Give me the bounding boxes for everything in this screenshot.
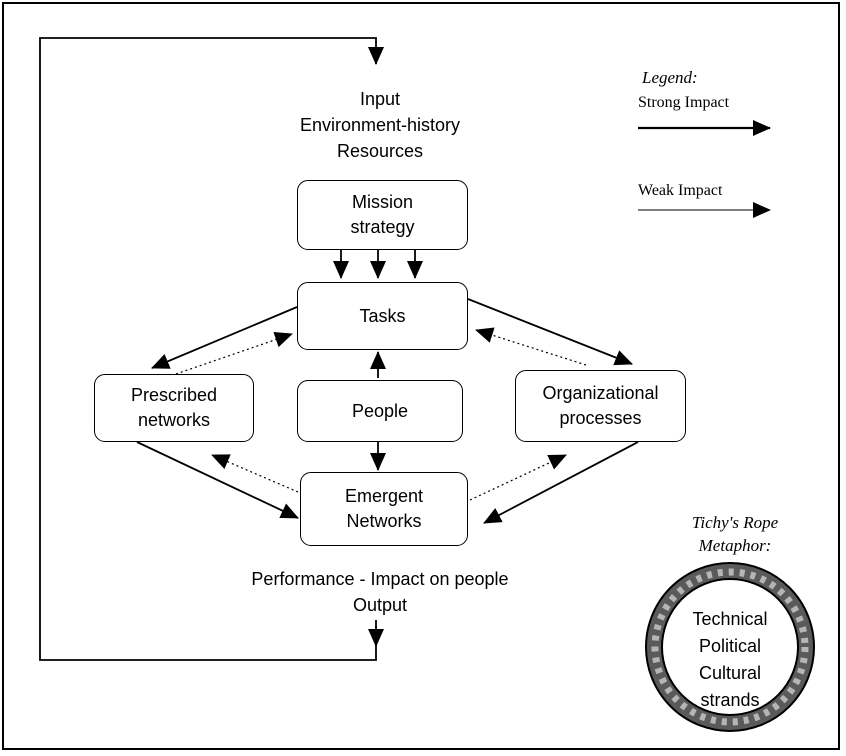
tasks-to-organizational-arrow xyxy=(467,298,633,366)
organizational-to-emergent-arrow xyxy=(483,441,639,524)
prescribed-to-emergent-arrow xyxy=(136,441,299,519)
rope-metaphor-title: Tichy's Rope Metaphor: xyxy=(691,513,779,555)
output-label: Performance - Impact on people Output xyxy=(251,569,509,615)
emergent-networks-box: Emergent Networks xyxy=(300,472,468,546)
emergent-to-organizational-weak-arrow xyxy=(469,454,567,501)
legend-strong-label: Strong Impact xyxy=(638,94,730,111)
organizational-to-tasks-weak-arrow xyxy=(475,327,587,366)
rope-circle xyxy=(645,562,815,732)
tasks-box: Tasks xyxy=(297,282,468,350)
prescribed-networks-box: Prescribed networks xyxy=(94,374,254,442)
input-label: Input Environment-history Resources xyxy=(299,89,461,161)
emergent-to-prescribed-weak-arrow xyxy=(211,454,299,493)
people-box: People xyxy=(297,380,463,442)
mission-to-tasks-arrows xyxy=(333,249,423,279)
feedback-loop xyxy=(39,37,384,661)
mission-strategy-box: Mission strategy xyxy=(297,180,468,250)
legend-weak-label: Weak Impact xyxy=(638,182,723,199)
organizational-processes-box: Organizational processes xyxy=(515,370,686,442)
legend-title: Legend: xyxy=(642,68,698,87)
tasks-to-prescribed-arrow xyxy=(151,306,298,369)
prescribed-to-tasks-weak-arrow xyxy=(175,331,293,375)
rope-strands-text: Technical Political Cultural strands xyxy=(692,609,768,710)
